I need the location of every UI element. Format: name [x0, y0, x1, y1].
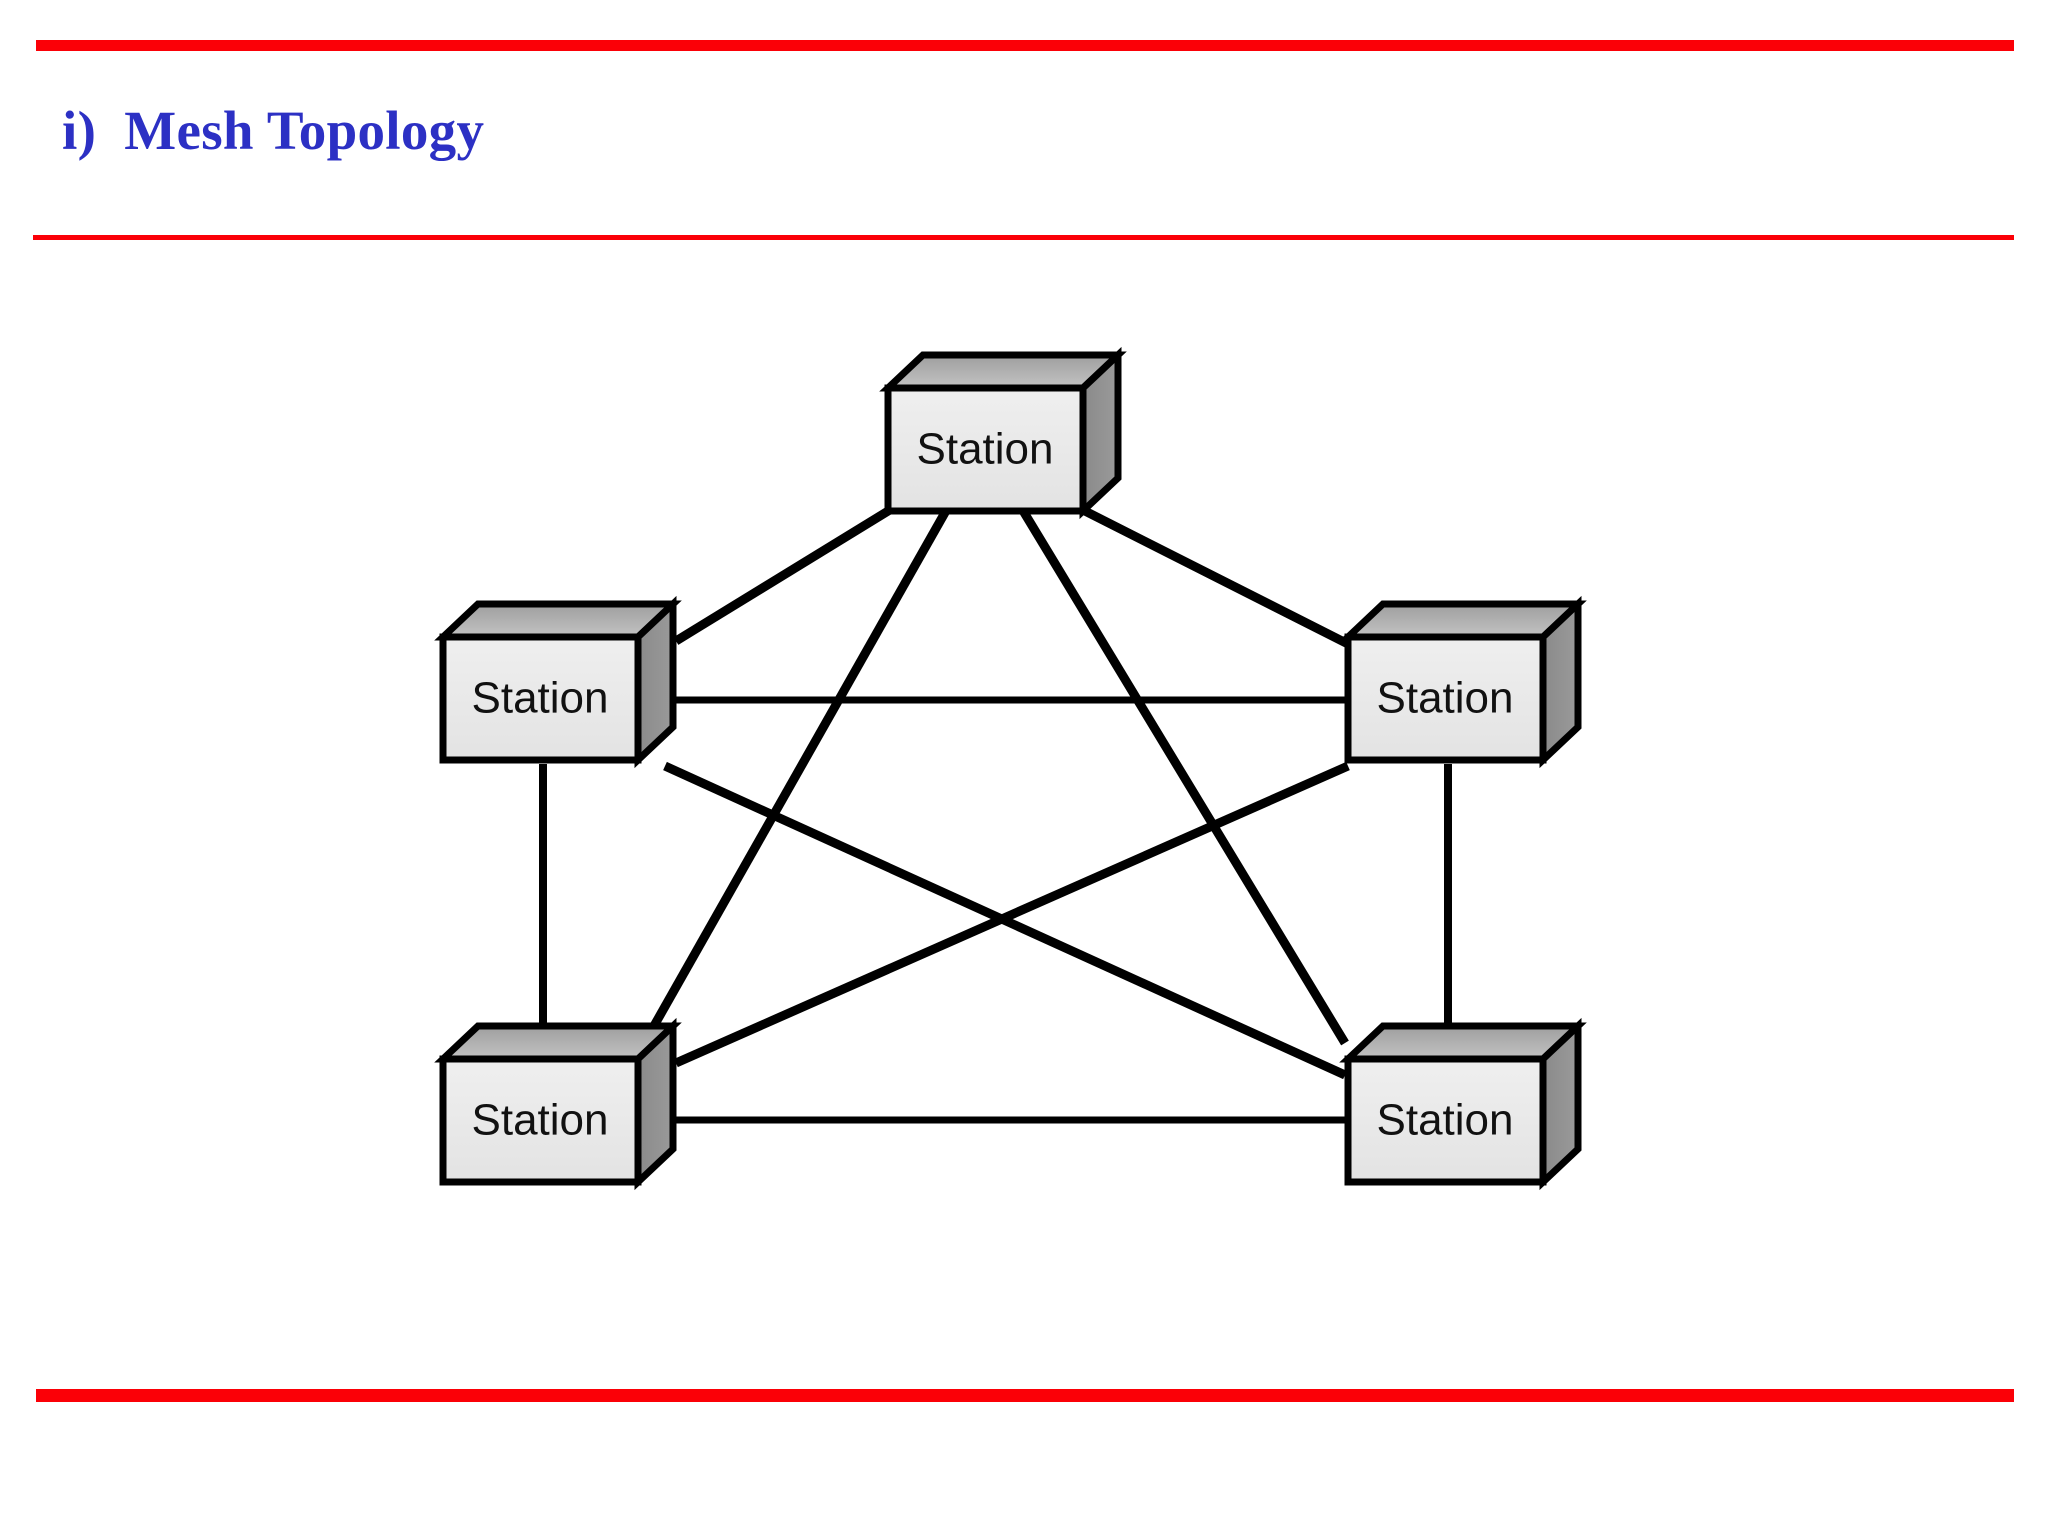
box-front-face: [1344, 1055, 1547, 1186]
link-top-leftmiddle: [673, 504, 896, 645]
page-title: i) Mesh Topology: [62, 100, 485, 161]
box-front-face: [1344, 633, 1547, 764]
station-node-right-bottom[interactable]: Station: [1339, 1017, 1587, 1191]
station-label: Station: [1377, 1096, 1514, 1145]
station-label: Station: [472, 674, 609, 723]
box-side-face: [1539, 1017, 1582, 1191]
link-rightmiddle-leftbottom: [674, 761, 1350, 1068]
box-side-face: [1539, 595, 1582, 769]
station-node-left-middle[interactable]: Station: [434, 595, 682, 769]
box-front-face: [439, 633, 642, 764]
bottom-red-rule: [36, 1389, 2014, 1402]
station-label: Station: [917, 425, 1054, 474]
top-red-rule: [36, 40, 2014, 51]
link-top-rightbottom: [1018, 506, 1349, 1046]
title-underline-rule: [33, 235, 2014, 240]
station-label: Station: [1377, 674, 1514, 723]
station-label: Station: [472, 1096, 609, 1145]
link-top-leftbottom: [642, 506, 951, 1043]
box-front-face: [884, 384, 1087, 515]
box-side-face: [1079, 346, 1122, 520]
box-front-face: [439, 1055, 642, 1186]
box-side-face: [634, 1017, 677, 1191]
station-node-right-middle[interactable]: Station: [1339, 595, 1587, 769]
station-node-top[interactable]: Station: [879, 346, 1127, 520]
box-side-face: [634, 595, 677, 769]
link-top-rightmiddle: [1076, 503, 1351, 649]
link-layer: [539, 503, 1452, 1124]
station-node-left-bottom[interactable]: Station: [434, 1017, 682, 1191]
